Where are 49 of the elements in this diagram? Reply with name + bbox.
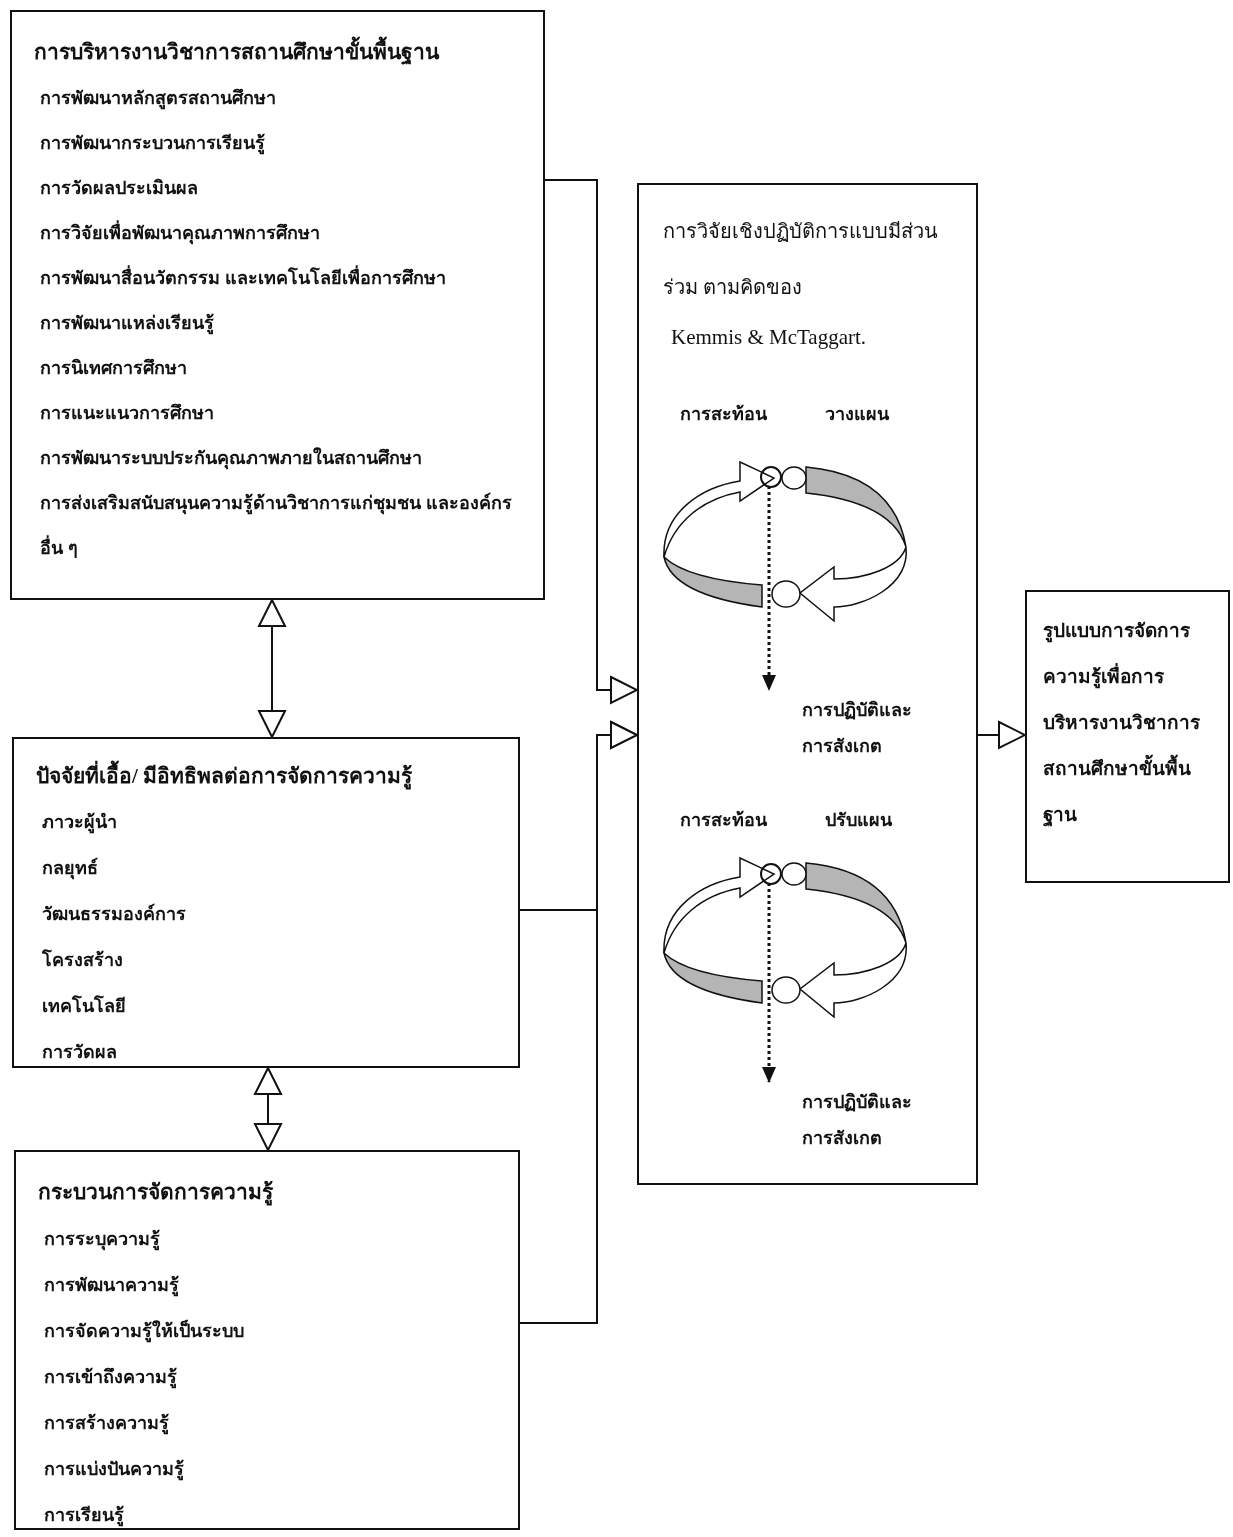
list-item: การระบุความรู้ — [43, 1228, 161, 1253]
step-label: การปฏิบัติและการสังเกต — [801, 1091, 913, 1150]
phase-label: วางแผน — [825, 403, 889, 426]
list-item: การสร้างความรู้ — [43, 1412, 170, 1437]
list-item: การพัฒนาสื่อนวัตกรรม และเทคโนโลยีเพื่อการศึกษา — [34, 256, 523, 301]
content-box — [10, 10, 545, 600]
content-box — [1025, 590, 1230, 883]
list-item: การนิเทศการศึกษา — [39, 357, 188, 380]
arrow — [254, 1067, 282, 1151]
list-item: การเข้าถึงความรู้ — [43, 1366, 178, 1391]
box-heading: การบริหารงานวิชาการสถานศึกษาขั้นพื้นฐาน — [34, 28, 523, 76]
step-label: การปฏิบัติและการสังเกต — [801, 699, 913, 758]
list-item: การพัฒนาความรู้ — [43, 1274, 180, 1299]
phase-label: การสะท้อน — [680, 403, 767, 426]
list-item: เทคโนโลยี — [41, 994, 127, 1018]
list-item: การส่งเสริมสนับสนุนความรู้ด้านวิชาการแก่ชุมชน และองค์กรอื่น ๆ — [39, 491, 513, 560]
content-box — [637, 183, 978, 1185]
dotted-arrow — [762, 883, 776, 1083]
arrow — [977, 721, 1026, 749]
small-circle — [760, 863, 782, 885]
arrow — [519, 721, 638, 1324]
list-item: การวิจัยเพื่อพัฒนาคุณภาพการศึกษา — [34, 211, 523, 256]
list-item: การแนะแนวการศึกษา — [39, 402, 215, 425]
box-heading: กระบวนการจัดการความรู้ — [38, 1179, 274, 1208]
list-item: โครงสร้าง — [41, 948, 124, 972]
list-item: การพัฒนาแหล่งเรียนรู้ — [39, 312, 215, 337]
arrow — [258, 599, 286, 738]
content-box — [12, 737, 520, 1068]
box-heading: การวิจัยเชิงปฏิบัติการแบบมีส่วนร่วม ตามคิดของ — [663, 219, 939, 300]
small-circle — [760, 466, 782, 488]
list-item: ภาวะผู้นำ — [41, 811, 118, 836]
list-item: การพัฒนากระบวนการเรียนรู้ — [39, 132, 266, 157]
author-text: Kemmis & McTaggart. — [670, 324, 868, 351]
list-item: การพัฒนาหลักสูตรสถานศึกษา — [39, 87, 277, 112]
list-item: การวัดผลประเมินผล — [39, 177, 199, 200]
phase-label: การสะท้อน — [680, 809, 767, 832]
list-item: การพัฒนาระบบประกันคุณภาพภายในสถานศึกษา — [39, 446, 423, 472]
list-item: กลยุทธ์ — [41, 856, 99, 882]
dotted-arrow — [762, 486, 776, 691]
arrow — [544, 179, 638, 704]
list-item: การจัดความรู้ให้เป็นระบบ — [43, 1318, 245, 1345]
phase-label: ปรับแผน — [825, 809, 892, 832]
box-heading: ปัจจัยที่เอื้อ/ มีอิทธิพลต่อการจัดการความรู้ — [36, 753, 498, 799]
result-text: รูปแบบการจัดการความรู้เพื่อการบริหารงานวิชาการสถานศึกษาขั้นพื้นฐาน — [1043, 619, 1201, 829]
content-box — [14, 1150, 520, 1530]
list-item: วัฒนธรรมองค์การ — [41, 902, 187, 926]
list-item: การเรียนรู้ — [43, 1504, 125, 1529]
list-item: การวัดผล — [41, 1041, 118, 1064]
list-item: การแบ่งปันความรู้ — [43, 1458, 185, 1483]
